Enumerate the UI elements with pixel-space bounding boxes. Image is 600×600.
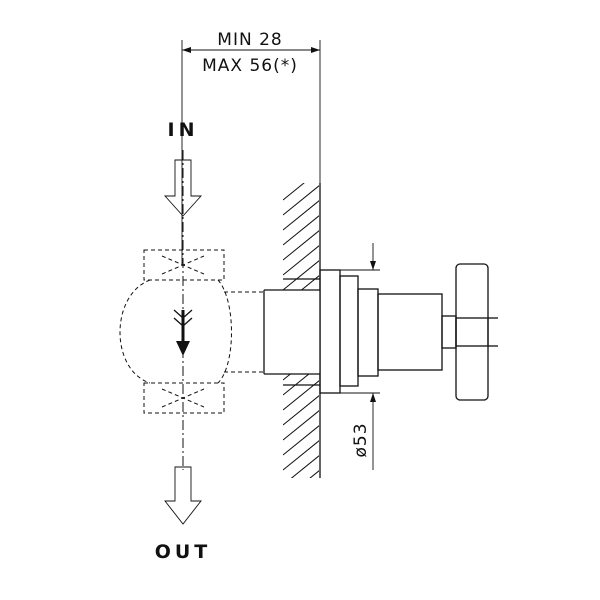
depth-max-label: MAX 56(*) [202, 56, 298, 76]
valve-stem [377, 293, 457, 371]
valve-sleeve [263, 278, 320, 386]
hatch-line [283, 440, 319, 471]
outlet-label: OUT [155, 541, 212, 563]
hatch-line [283, 500, 320, 530]
hatch-line [283, 485, 320, 515]
hatch-line [283, 260, 319, 291]
hatch-line [283, 410, 319, 441]
depth-min-label: MIN 28 [217, 30, 282, 50]
diameter-label: ø53 [351, 422, 371, 457]
hatch-line [290, 455, 319, 478]
outlet-arrow [164, 466, 202, 525]
hatch-line [283, 425, 319, 456]
depth-dimension: MIN 28 MAX 56(*) [181, 30, 321, 265]
hatch-line [283, 515, 320, 545]
hatch-line [283, 200, 319, 231]
hatch-line [283, 183, 305, 201]
diameter-dimension: ø53 [340, 243, 380, 470]
escutcheon-flange [319, 269, 379, 394]
hatch-line [283, 215, 319, 246]
hatch-line [283, 185, 319, 216]
hatch-line [283, 395, 319, 426]
cross-handle [455, 263, 498, 401]
hatch-line [309, 470, 319, 478]
inlet-label: IN [168, 119, 199, 141]
hatch-line [283, 230, 319, 261]
pipe-body [119, 249, 264, 414]
hatch-line [283, 245, 319, 276]
internal-flow-arrow [173, 309, 193, 356]
inlet-arrow [163, 159, 203, 217]
